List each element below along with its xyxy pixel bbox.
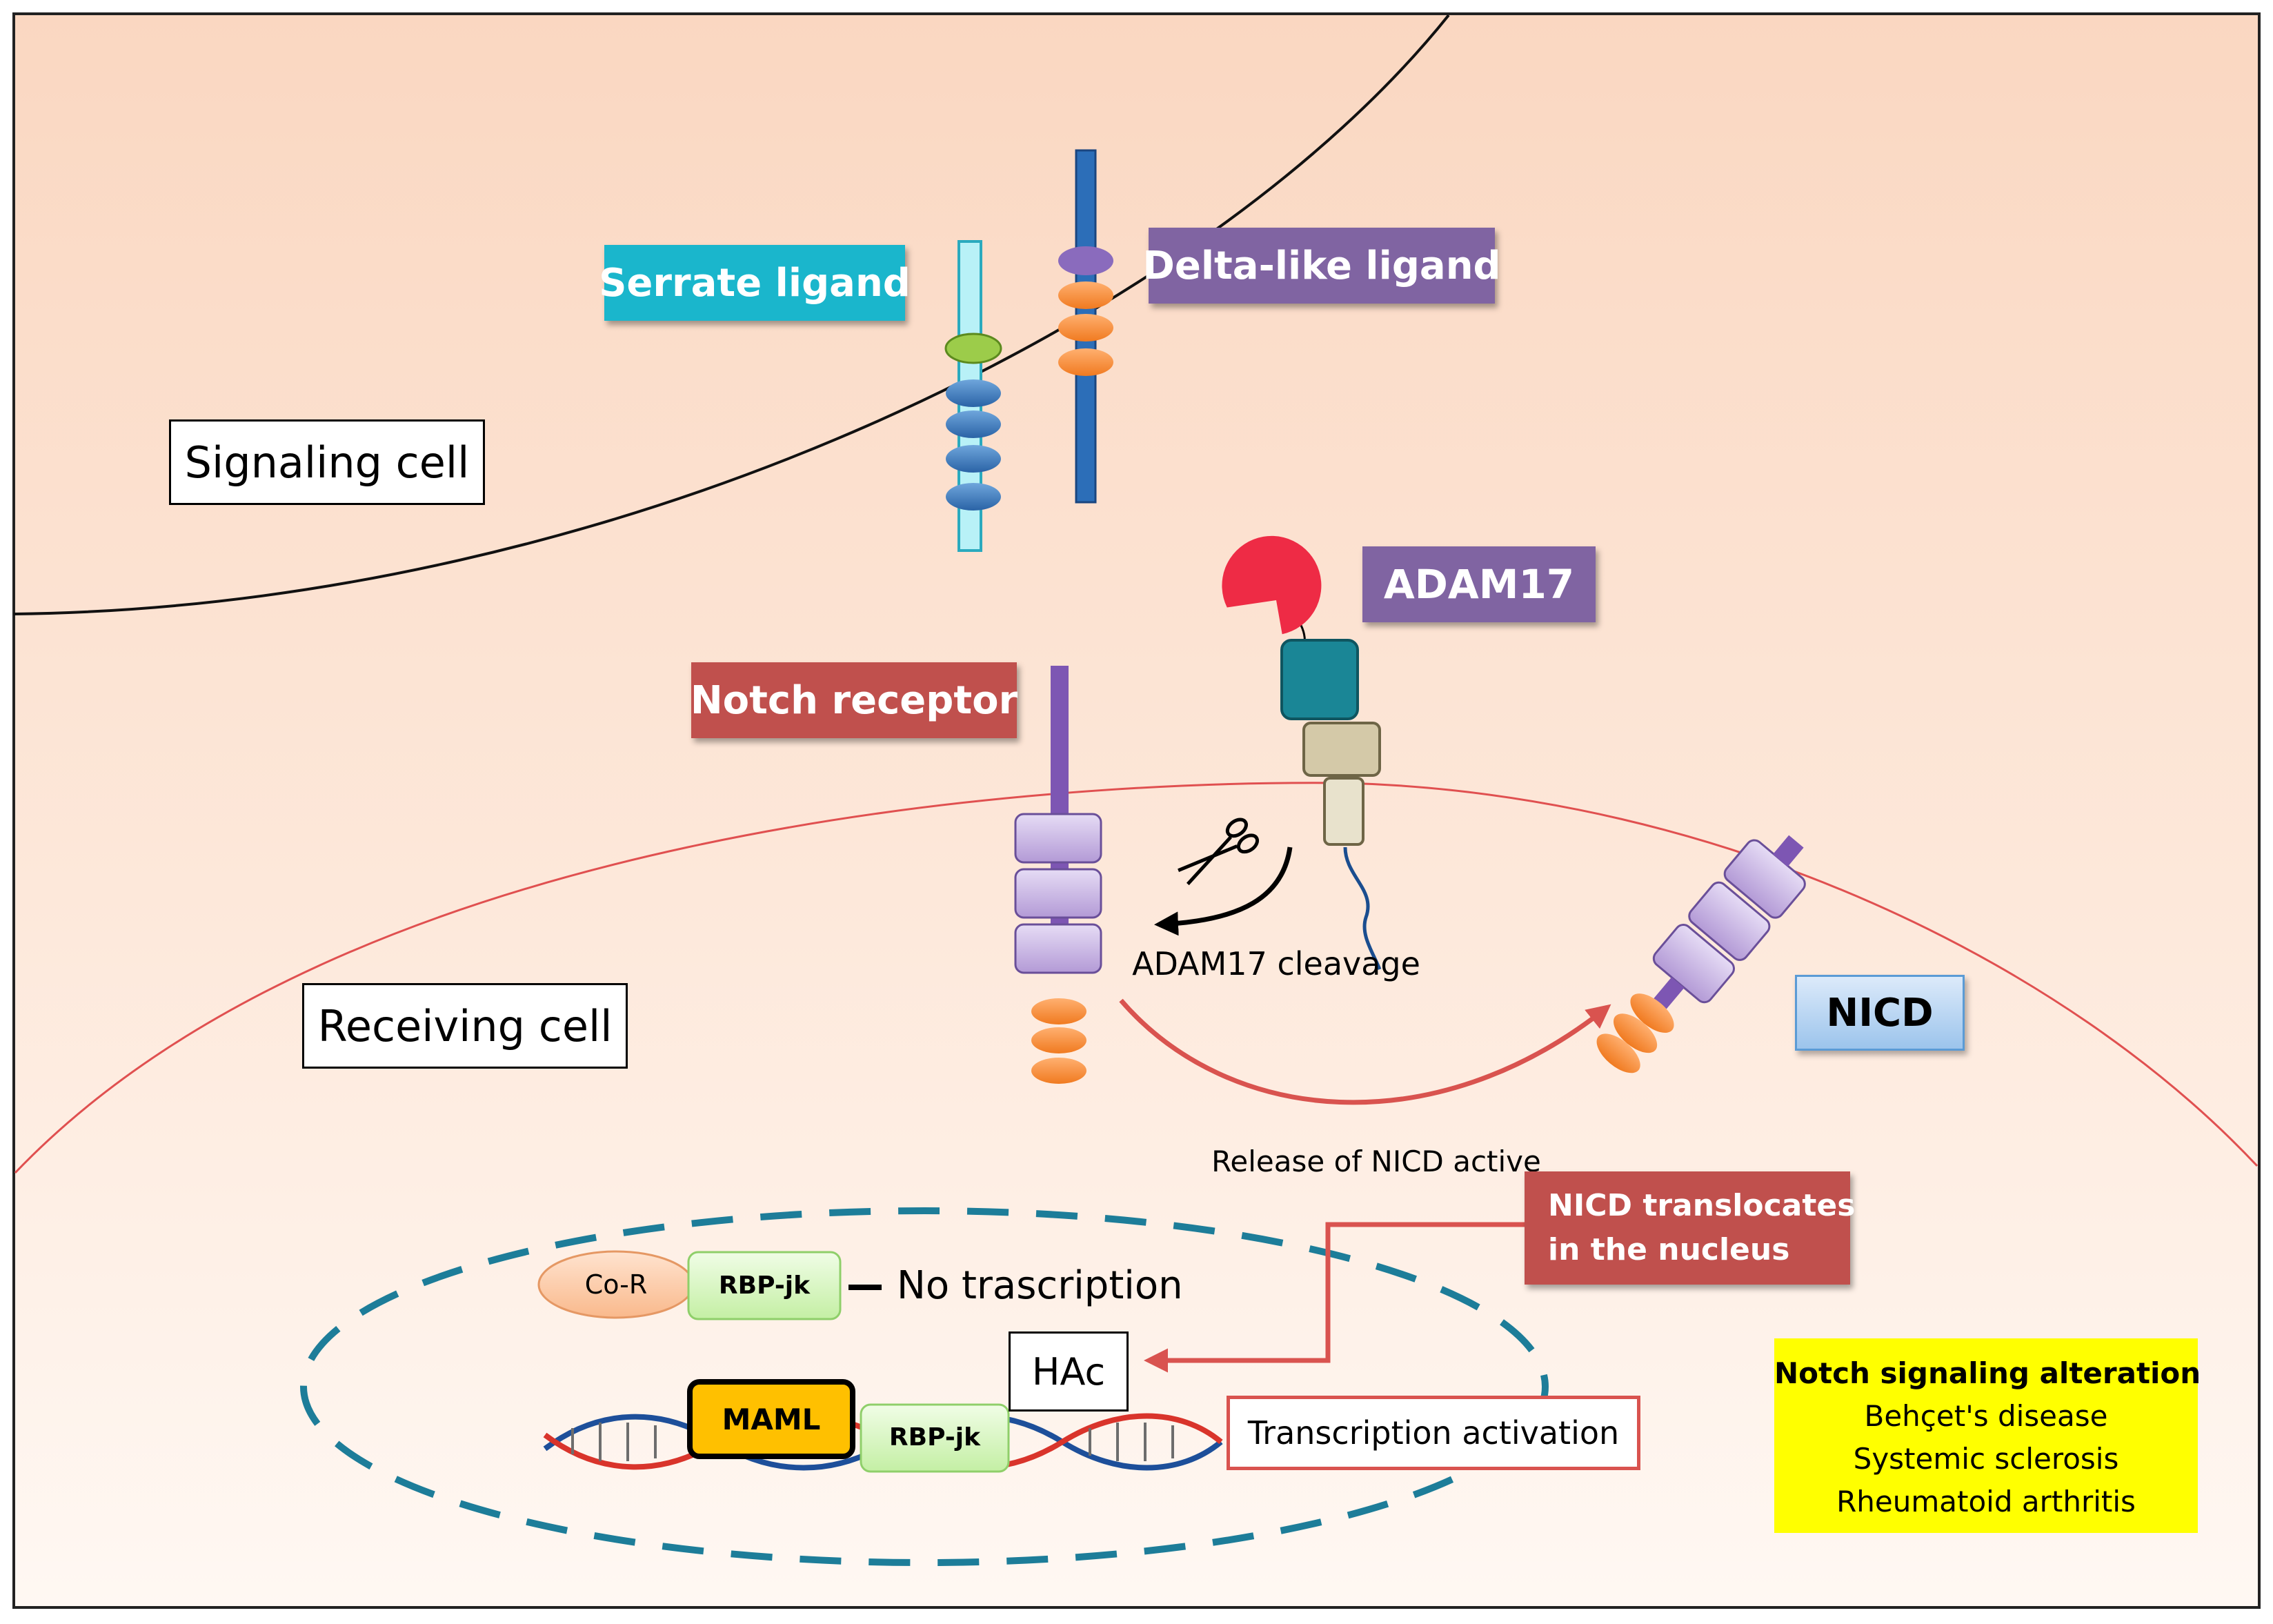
hac-box: HAc bbox=[1009, 1331, 1129, 1412]
alteration-item: Rheumatoid arthritis bbox=[1836, 1485, 2136, 1518]
adam17-cleavage-label: ADAM17 cleavage bbox=[1132, 945, 1420, 982]
signaling-cell-label: Signaling cell bbox=[169, 419, 485, 505]
signaling-cell-membrane bbox=[13, 14, 1450, 615]
serrate-ligand-banner: Serrate ligand bbox=[599, 245, 911, 321]
nicd-translocates-line1: NICD translocates bbox=[1548, 1188, 1856, 1224]
notch-receptor-molecule bbox=[1014, 666, 1102, 1084]
alteration-title: Notch signaling alteration bbox=[1774, 1356, 2201, 1390]
nicd-molecule bbox=[1596, 835, 1806, 1073]
rbp-jk-top-label: RBP-jk bbox=[718, 1271, 811, 1300]
nucleus-envelope bbox=[300, 1207, 1549, 1566]
receiving-cell-label: Receiving cell bbox=[302, 983, 628, 1069]
rbp-jk-bottom-box bbox=[860, 1403, 1010, 1473]
notch-receptor-banner: Notch receptor bbox=[691, 662, 1018, 738]
release-arrow bbox=[1119, 998, 1611, 1105]
transcription-activation-box: Transcription activation bbox=[1227, 1396, 1640, 1470]
alteration-item: Systemic sclerosis bbox=[1853, 1442, 2119, 1476]
serrate-ligand-molecule bbox=[944, 240, 1002, 552]
translocation-arrow bbox=[1144, 1222, 1525, 1373]
scissors-icon bbox=[1178, 818, 1260, 886]
release-nicd-label: Release of NICD active bbox=[1211, 1144, 1541, 1178]
notch-alteration-box: Notch signaling alteration Behçet's dise… bbox=[1774, 1338, 2201, 1533]
rbp-jk-bottom-label: RBP-jk bbox=[889, 1423, 981, 1452]
maml-label: MAML bbox=[722, 1402, 821, 1436]
nicd-translocates-line2: in the nucleus bbox=[1548, 1232, 1790, 1267]
no-transcription-label: No trascription bbox=[897, 1262, 1183, 1308]
nicd-translocates-banner: NICD translocates in the nucleus bbox=[1525, 1171, 1855, 1285]
maml-box bbox=[687, 1379, 855, 1459]
cleavage-arrow bbox=[1154, 846, 1293, 936]
alteration-item: Behçet's disease bbox=[1864, 1399, 2108, 1433]
rbp-jk-top-box bbox=[687, 1251, 842, 1320]
delta-like-ligand-banner: Delta-like ligand bbox=[1142, 228, 1501, 304]
delta-like-ligand-molecule bbox=[1058, 149, 1113, 504]
receiving-cell-membrane bbox=[14, 782, 2259, 1174]
nicd-label-box: NICD bbox=[1795, 975, 1965, 1051]
co-r-label: Co-R bbox=[584, 1269, 648, 1300]
adam17-protein bbox=[1222, 535, 1382, 970]
adam17-banner: ADAM17 bbox=[1362, 546, 1596, 622]
